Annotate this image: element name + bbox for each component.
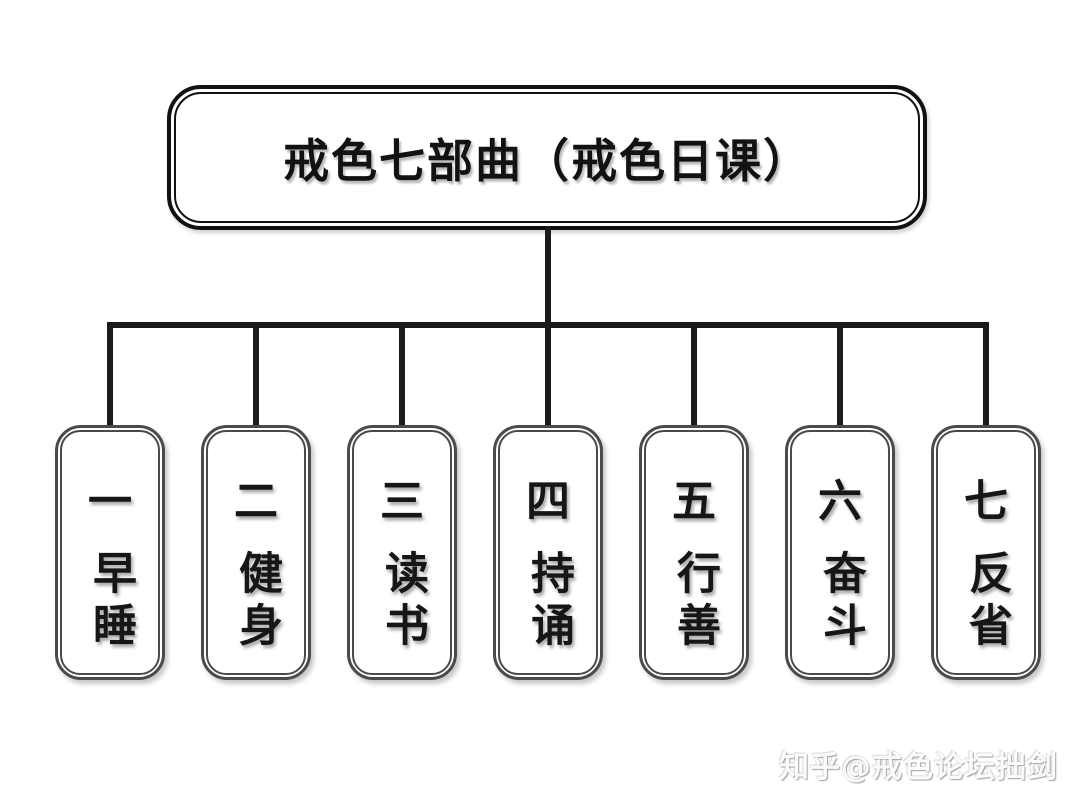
node-1-number: 一 xyxy=(88,476,132,527)
node-box-2: 二 健身 xyxy=(201,425,311,680)
node-3-label: 读书 xyxy=(377,550,428,654)
node-box-5-inner: 五 行善 xyxy=(644,430,744,675)
connector-drop-line-2 xyxy=(253,322,259,428)
node-box-1: 一 早睡 xyxy=(55,425,165,680)
connector-drop-line-3 xyxy=(399,322,405,428)
node-5-number: 五 xyxy=(672,476,716,527)
node-box-1-inner: 一 早睡 xyxy=(60,430,160,675)
node-7-number: 七 xyxy=(964,476,1008,527)
node-1-label: 早睡 xyxy=(85,550,136,654)
node-5-label: 行善 xyxy=(669,550,720,654)
connector-drop-line-1 xyxy=(107,322,113,428)
node-6-number: 六 xyxy=(818,476,862,527)
connector-trunk-line xyxy=(545,226,551,326)
node-box-2-inner: 二 健身 xyxy=(206,430,306,675)
node-box-6: 六 奋斗 xyxy=(785,425,895,680)
node-4-number: 四 xyxy=(526,476,570,527)
node-3-number: 三 xyxy=(380,476,424,527)
node-box-3: 三 读书 xyxy=(347,425,457,680)
connector-drop-line-7 xyxy=(983,322,989,428)
node-box-7: 七 反省 xyxy=(931,425,1041,680)
watermark-text: 知乎@戒色论坛拙剑 xyxy=(779,750,1058,785)
node-6-label: 奋斗 xyxy=(815,550,866,654)
node-7-label: 反省 xyxy=(961,550,1012,654)
connector-drop-line-5 xyxy=(691,322,697,428)
connector-drop-line-6 xyxy=(837,322,843,428)
title-node-box: 戒色七部曲（戒色日课） xyxy=(167,85,927,230)
title-node-box-inner: 戒色七部曲（戒色日课） xyxy=(174,92,920,223)
node-2-label: 健身 xyxy=(231,550,282,654)
node-2-number: 二 xyxy=(234,476,278,527)
connector-drop-line-4 xyxy=(545,322,551,428)
node-box-4-inner: 四 持诵 xyxy=(498,430,598,675)
node-box-7-inner: 七 反省 xyxy=(936,430,1036,675)
node-box-3-inner: 三 读书 xyxy=(352,430,452,675)
node-4-label: 持诵 xyxy=(523,550,574,654)
node-box-4: 四 持诵 xyxy=(493,425,603,680)
diagram-title: 戒色七部曲（戒色日课） xyxy=(283,133,811,188)
node-box-6-inner: 六 奋斗 xyxy=(790,430,890,675)
node-box-5: 五 行善 xyxy=(639,425,749,680)
